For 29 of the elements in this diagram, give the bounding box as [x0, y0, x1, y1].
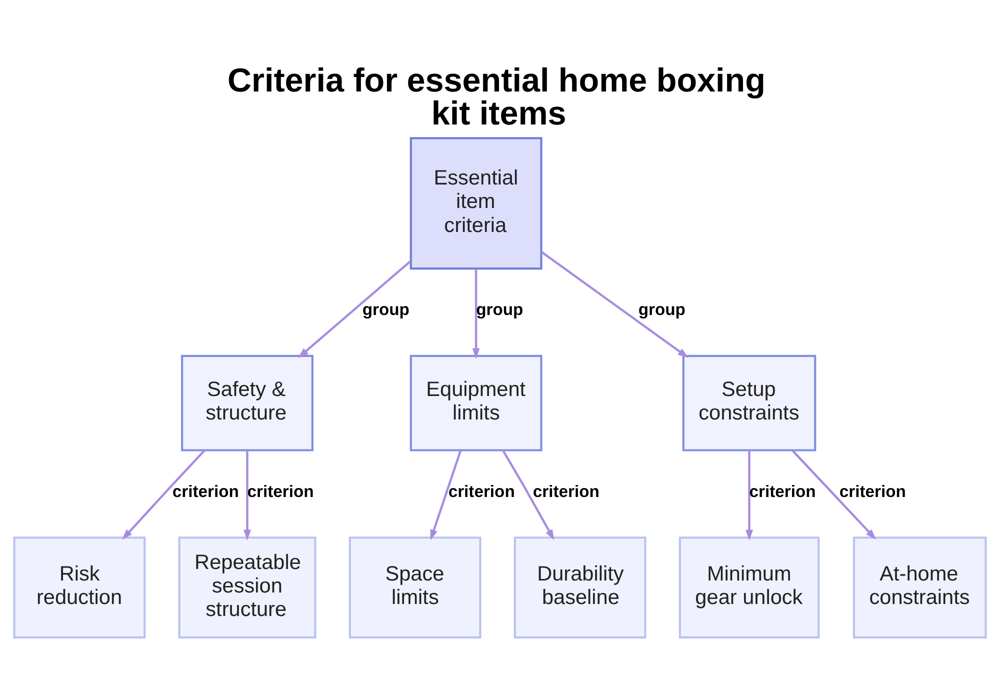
edge-label: criterion [172, 481, 239, 500]
edge-label: criterion [247, 481, 314, 500]
node-box: Equipment limits [410, 354, 542, 451]
edge-label: criterion [532, 481, 600, 500]
edge-label: group [362, 300, 410, 319]
node-box: Durability baseline [514, 536, 646, 638]
node-box: Risk reduction [13, 536, 146, 638]
arrow [540, 250, 689, 358]
node-box: At-home constraints [852, 536, 987, 638]
arrow [122, 449, 206, 540]
edge-label: criterion [448, 481, 515, 500]
node-box: Essential item criteria [410, 136, 542, 270]
node-box: Setup constraints [682, 354, 816, 451]
arrow [502, 449, 554, 540]
arrow [430, 449, 462, 540]
arrow [244, 450, 252, 540]
arrow [792, 449, 876, 540]
diagram-title: Criteria for essential home boxing kit items [227, 62, 766, 132]
edge-label: criterion [839, 481, 906, 500]
node-box: Safety & structure [181, 354, 314, 451]
edge-label: group [476, 300, 524, 319]
arrow [298, 260, 412, 358]
edge-label: criterion [749, 481, 816, 500]
node-box: Space limits [348, 536, 482, 638]
node-box: Repeatable session structure [178, 536, 316, 638]
arrow [746, 450, 754, 540]
edge-label: group [638, 300, 686, 319]
node-box: Minimum gear unlock [678, 536, 820, 638]
arrow [472, 268, 480, 358]
